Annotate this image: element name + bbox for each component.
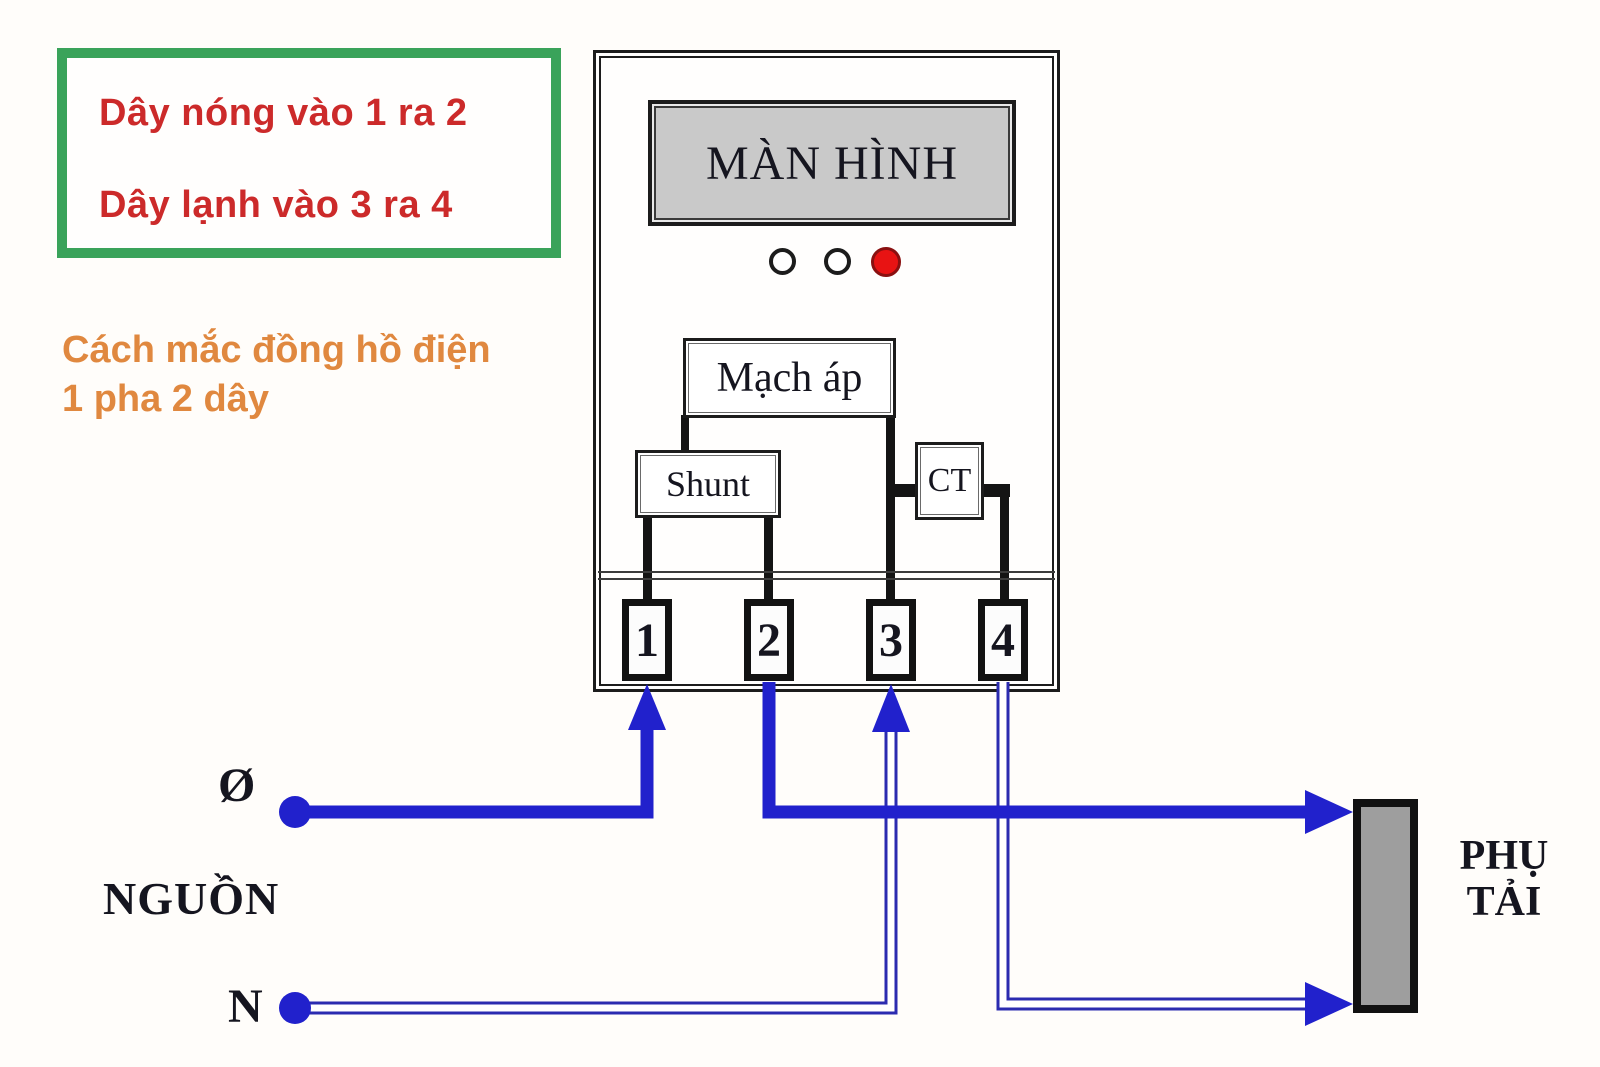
terminal-3-label: 3 xyxy=(879,613,903,667)
wire-shunt-to-terminal-1 xyxy=(643,516,652,602)
legend-line-cold: Dây lạnh vào 3 ra 4 xyxy=(99,184,453,226)
neutral-wire-core xyxy=(999,682,1307,1008)
load-label-line-1: PHỤ xyxy=(1459,833,1549,879)
diagram-caption: Cách mắc đồng hồ điện 1 pha 2 dây xyxy=(62,326,491,424)
terminal-2-label: 2 xyxy=(757,613,781,667)
load-label-line-2: TẢI xyxy=(1466,879,1542,925)
caption-line-2: 1 pha 2 dây xyxy=(62,378,269,420)
terminal-strip-divider xyxy=(598,571,1055,580)
status-led-icon xyxy=(824,248,851,275)
terminal-2: 2 xyxy=(744,599,794,681)
terminal-3: 3 xyxy=(866,599,916,681)
shunt-box: Shunt xyxy=(635,450,781,518)
voltage-circuit-label: Mạch áp xyxy=(716,355,863,401)
wire-voltage-right-leg xyxy=(886,415,895,487)
status-led-red-icon xyxy=(871,247,901,277)
terminal-1-label: 1 xyxy=(635,613,659,667)
terminal-4-label: 4 xyxy=(991,613,1015,667)
source-neutral-label: N xyxy=(228,980,263,1033)
source-phase-dot-icon xyxy=(279,796,311,828)
neutral-wire-terminal-4-to-load xyxy=(996,682,1307,1011)
wire-voltage-to-shunt xyxy=(681,415,689,453)
status-led-icon xyxy=(769,248,796,275)
arrow-right-into-load-top-icon xyxy=(1305,790,1353,834)
shunt-label: Shunt xyxy=(665,464,751,504)
neutral-wire-source-to-terminal-3 xyxy=(295,728,898,1015)
ct-box: CT xyxy=(915,442,984,520)
load-label: PHỤ TẢI xyxy=(1448,833,1560,925)
caption-line-1: Cách mắc đồng hồ điện xyxy=(62,329,491,371)
legend-line-hot: Dây nóng vào 1 ra 2 xyxy=(99,92,468,134)
terminal-1: 1 xyxy=(622,599,672,681)
ct-label: CT xyxy=(927,462,972,499)
arrow-right-into-load-bottom-icon xyxy=(1305,982,1353,1026)
wire-to-terminal-4 xyxy=(1000,490,1009,602)
terminal-4: 4 xyxy=(978,599,1028,681)
hot-wire-source-to-terminal-1 xyxy=(295,707,654,819)
source-phase-label: Ø xyxy=(218,759,256,812)
source-neutral-dot-icon xyxy=(279,992,311,1024)
neutral-wire-core xyxy=(295,728,895,1012)
meter-display: MÀN HÌNH xyxy=(648,100,1016,226)
voltage-circuit-box: Mạch áp xyxy=(683,338,896,418)
wire-shunt-to-terminal-2 xyxy=(764,516,773,602)
meter-display-label: MÀN HÌNH xyxy=(706,136,958,190)
load-box xyxy=(1353,799,1418,1013)
source-name: NGUỒN xyxy=(103,873,280,924)
legend-box: Dây nóng vào 1 ra 2 Dây lạnh vào 3 ra 4 xyxy=(57,48,561,258)
hot-wire-terminal-2-to-load xyxy=(762,682,1307,819)
wire-to-terminal-3 xyxy=(886,490,895,602)
